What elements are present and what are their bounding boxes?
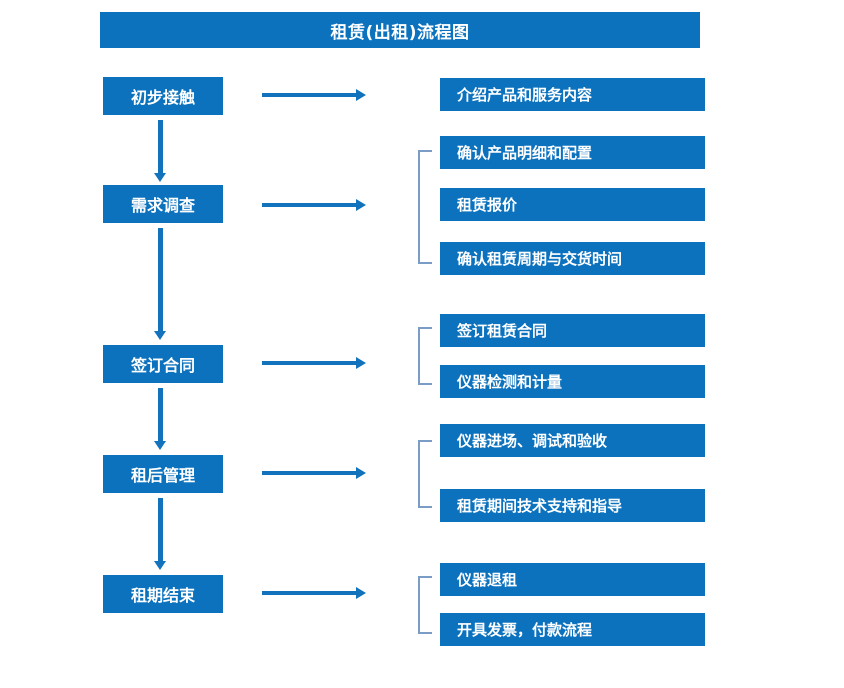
arrow-head [356, 467, 366, 479]
group-bracket [418, 327, 432, 385]
stage-box[interactable]: 租后管理 [103, 455, 223, 493]
arrow-shaft [262, 203, 356, 207]
down-arrow-icon [154, 388, 167, 450]
page-title: 租赁(出租)流程图 [100, 12, 700, 48]
stage-box[interactable]: 初步接触 [103, 77, 223, 115]
down-arrow-icon [154, 498, 167, 570]
arrow-head [356, 587, 366, 599]
arrow-shaft [262, 361, 356, 365]
arrow-shaft [158, 388, 163, 441]
arrow-head [154, 441, 166, 450]
arrow-shaft [262, 93, 356, 97]
right-arrow-icon [262, 587, 366, 599]
arrow-shaft [158, 498, 163, 561]
right-arrow-icon [262, 357, 366, 369]
stage-box[interactable]: 签订合同 [103, 345, 223, 383]
arrow-shaft [262, 591, 356, 595]
group-bracket [418, 150, 432, 264]
arrow-shaft [158, 228, 163, 331]
task-box[interactable]: 确认租赁周期与交货时间 [440, 242, 705, 275]
arrow-head [356, 89, 366, 101]
arrow-head [154, 331, 166, 340]
arrow-head [356, 357, 366, 369]
right-arrow-icon [262, 89, 366, 101]
task-box[interactable]: 开具发票，付款流程 [440, 613, 705, 646]
stage-box[interactable]: 租期结束 [103, 575, 223, 613]
down-arrow-icon [154, 120, 167, 182]
right-arrow-icon [262, 199, 366, 211]
task-box[interactable]: 租赁报价 [440, 188, 705, 221]
task-box[interactable]: 仪器进场、调试和验收 [440, 424, 705, 457]
arrow-head [154, 561, 166, 570]
task-box[interactable]: 租赁期间技术支持和指导 [440, 489, 705, 522]
down-arrow-icon [154, 228, 167, 340]
arrow-head [154, 173, 166, 182]
group-bracket [418, 440, 432, 508]
task-box[interactable]: 仪器检测和计量 [440, 365, 705, 398]
arrow-shaft [158, 120, 163, 173]
arrow-shaft [262, 471, 356, 475]
right-arrow-icon [262, 467, 366, 479]
group-bracket [418, 576, 432, 634]
stage-box[interactable]: 需求调查 [103, 185, 223, 223]
task-box[interactable]: 仪器退租 [440, 563, 705, 596]
task-box[interactable]: 确认产品明细和配置 [440, 136, 705, 169]
task-box[interactable]: 介绍产品和服务内容 [440, 78, 705, 111]
arrow-head [356, 199, 366, 211]
task-box[interactable]: 签订租赁合同 [440, 314, 705, 347]
